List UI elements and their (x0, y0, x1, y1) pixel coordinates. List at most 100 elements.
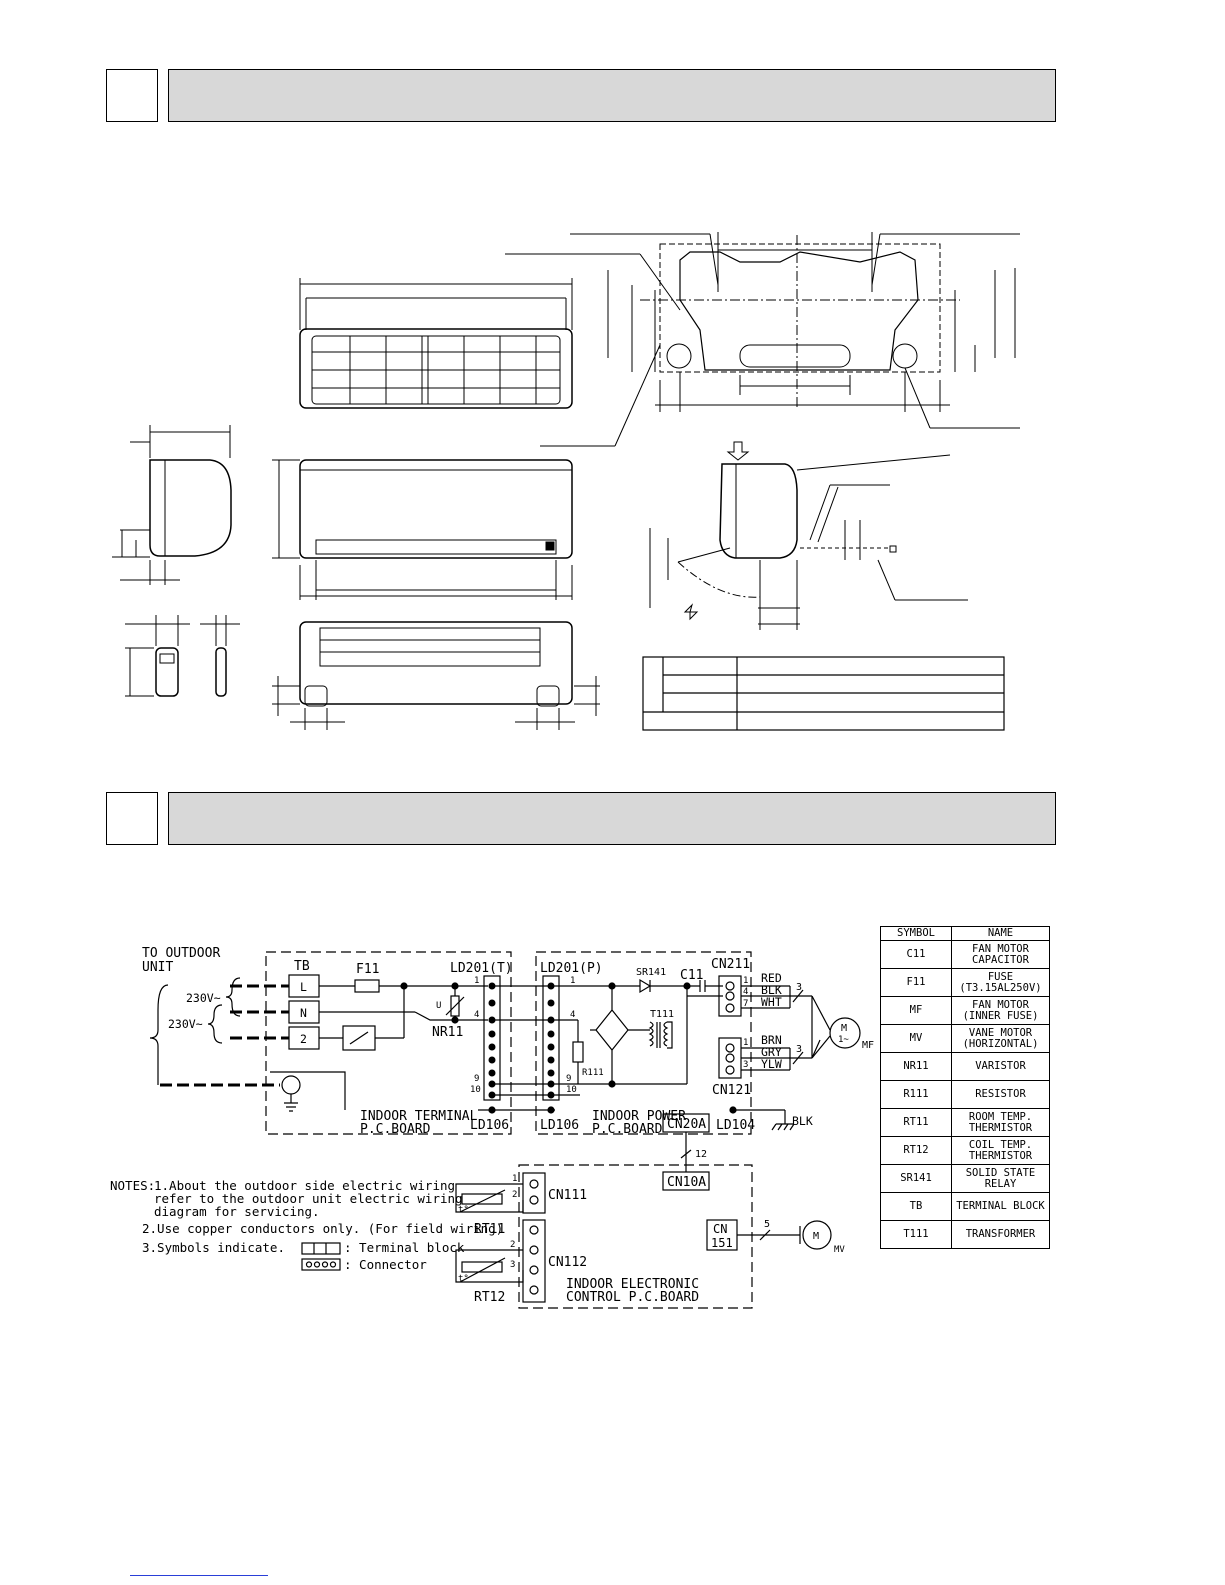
rt12-label: RT12 (474, 1290, 505, 1305)
legend-name: VANE MOTOR(HORIZONTAL) (951, 1024, 1050, 1053)
cn211-pin7: 7 (743, 999, 748, 1009)
cn121-label: CN121 (712, 1083, 751, 1098)
cn121-pin1: 1 (743, 1038, 748, 1048)
r111-label: R111 (582, 1068, 604, 1078)
indoor-power-label-1: INDOOR POWER (592, 1109, 686, 1124)
indoor-terminal-board (265, 951, 512, 1135)
cn111-label: CN111 (548, 1188, 587, 1203)
section-number-box-2 (106, 792, 158, 845)
legend-name-line1: COIL TEMP. (968, 1138, 1033, 1151)
to-outdoor-label: TO OUTDOOR (142, 946, 220, 961)
wire-count-12: 12 (695, 1149, 707, 1160)
legend-row: T111 TRANSFORMER (880, 1220, 1050, 1249)
indoor-electronic-label-2: CONTROL P.C.BOARD (566, 1290, 699, 1305)
ld201t-pin9: 9 (474, 1074, 479, 1084)
legend-row: R111 RESISTOR (880, 1080, 1050, 1109)
tb-n-label: N (300, 1006, 307, 1020)
legend-row: RT12 COIL TEMP.THERMISTOR (880, 1136, 1050, 1165)
tb-2-label: 2 (300, 1032, 307, 1046)
cn211-pin4: 4 (743, 987, 748, 997)
ld201p-pin10: 10 (566, 1085, 577, 1095)
legend-row: RT11 ROOM TEMP.THERMISTOR (880, 1108, 1050, 1137)
cn151-label-1: CN (713, 1222, 727, 1236)
legend-symbol: F11 (880, 968, 952, 997)
note-1c: diagram for servicing. (154, 1204, 320, 1219)
rt12-temp-mark: t° (458, 1274, 469, 1284)
legend-symbol: TB (880, 1192, 952, 1221)
vane-motor-m: M (813, 1231, 819, 1242)
tb-label: TB (294, 959, 310, 974)
wire-red-label: RED (761, 971, 782, 985)
legend-name-line1: FAN MOTOR (972, 942, 1029, 955)
legend-name-line1: TERMINAL BLOCK (956, 1200, 1045, 1212)
legend-symbol: RT11 (880, 1108, 952, 1137)
note-terminal-block: : Terminal block (344, 1240, 465, 1255)
note-1b: refer to the outdoor unit electric wirin… (154, 1191, 463, 1206)
cn112-connector (522, 1219, 546, 1303)
ground-blk-label: BLK (792, 1114, 813, 1128)
side-installation (649, 441, 968, 630)
indoor-terminal-label-2: P.C.BOARD (360, 1122, 431, 1137)
front-view-main (272, 459, 573, 600)
cn121-pin3: 3 (743, 1060, 748, 1070)
legend-symbol: MF (880, 996, 952, 1025)
cn211-label: CN211 (711, 957, 750, 972)
footer-link-underline[interactable] (130, 1575, 268, 1576)
section-title-bar-1 (168, 69, 1056, 122)
cn211-pin1: 1 (743, 976, 748, 986)
legend-name: FUSE(T3.15AL250V) (951, 968, 1050, 997)
legend-name-line1: SOLID STATE (965, 1166, 1036, 1179)
ld201-t-connector (483, 975, 501, 1101)
wire-wht-label: WHT (761, 995, 782, 1009)
ld201t-pin1: 1 (474, 976, 479, 986)
legend-name-line1: TRANSFORMER (965, 1228, 1036, 1240)
wire-count-3b: 3 (796, 1044, 802, 1055)
legend-name-line1: FUSE (987, 970, 1014, 983)
legend-header-row: SYMBOL NAME (880, 926, 1050, 941)
ld201p-pin9: 9 (566, 1074, 571, 1084)
c11-label: C11 (680, 968, 703, 983)
legend-row: MV VANE MOTOR(HORIZONTAL) (880, 1024, 1050, 1053)
ld201t-pin10: 10 (470, 1085, 481, 1095)
legend-name-line1: VANE MOTOR (968, 1026, 1033, 1039)
legend-row: F11 FUSE(T3.15AL250V) (880, 968, 1050, 997)
indoor-electronic-label-1: INDOOR ELECTRONIC (566, 1277, 699, 1292)
ld106-label-b: LD106 (540, 1118, 579, 1133)
legend-symbol: RT12 (880, 1136, 952, 1165)
legend-name-line2: CAPACITOR (972, 953, 1029, 966)
indoor-terminal-label-1: INDOOR TERMINAL (360, 1109, 478, 1124)
nr11-label: NR11 (432, 1025, 463, 1040)
mv-label: MV (834, 1245, 845, 1255)
fan-motor-m: M (841, 1023, 847, 1034)
legend-name: COIL TEMP.THERMISTOR (951, 1136, 1050, 1165)
t111-label: T111 (650, 1009, 674, 1020)
fan-motor-symbol (829, 1017, 861, 1049)
legend-symbol: MV (880, 1024, 952, 1053)
legend-symbol: R111 (880, 1080, 952, 1109)
ld201t-pin4: 4 (474, 1010, 479, 1020)
section-number-box-1 (106, 69, 158, 122)
voltage-label-a: 230V~ (186, 991, 221, 1005)
legend-symbol: SR141 (880, 1164, 952, 1193)
mf-label: MF (862, 1040, 874, 1051)
wire-count-5: 5 (764, 1219, 770, 1230)
cn20a-label: CN20A (667, 1117, 706, 1132)
legend-name: VARISTOR (951, 1052, 1050, 1081)
fan-motor-phase: 1~ (838, 1035, 849, 1045)
legend-name: ROOM TEMP.THERMISTOR (951, 1108, 1050, 1137)
section-title-bar-2 (168, 792, 1056, 845)
note-2: 2.Use copper conductors only. (For field… (142, 1221, 503, 1236)
legend-name-line1: FAN MOTOR (972, 998, 1029, 1011)
ld201p-label: LD201(P) (540, 961, 603, 976)
indoor-power-label-2: P.C.BOARD (592, 1122, 663, 1137)
wire-gry-label: GRY (761, 1045, 782, 1059)
wire-count-3a: 3 (796, 982, 802, 993)
cn111-pin1: 1 (512, 1174, 517, 1184)
legend-name-line2: THERMISTOR (968, 1149, 1033, 1162)
legend-name-line2: (HORIZONTAL) (962, 1037, 1039, 1050)
vane-motor-symbol (802, 1220, 832, 1250)
indoor-power-board (535, 951, 752, 1135)
